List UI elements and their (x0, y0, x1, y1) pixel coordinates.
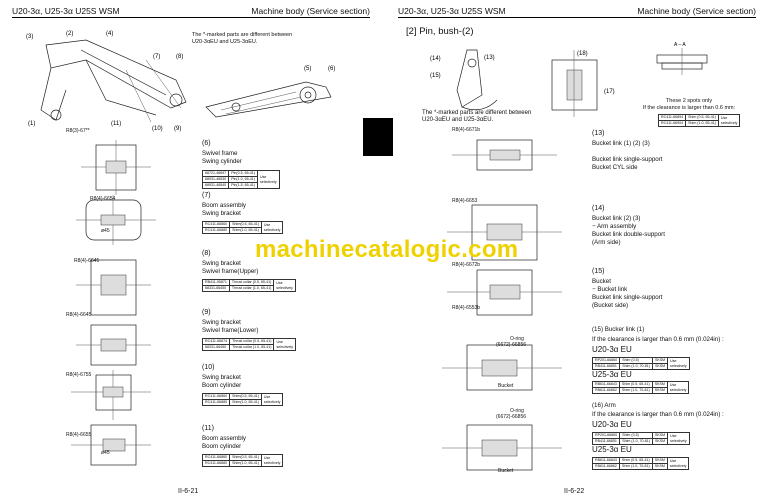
left-note: The *-marked parts are different between… (192, 32, 293, 45)
right-note: The *-marked parts are different between… (422, 110, 532, 123)
detail-label-7: ø45 (101, 228, 110, 234)
bucket-link-diagram: (14) (13) (15) (430, 49, 498, 111)
item-13: (13) Bucket link (1) (2) (3) Bucket link… (592, 130, 663, 171)
detail-bucket-side (447, 269, 562, 316)
detail-boom-cylinder (71, 370, 151, 420)
diagram-label-10: (10) (152, 126, 163, 132)
detail-label-r2: R8(4)-6653 (452, 198, 478, 204)
left-page: U20-3α, U25-3α U25S WSM Machine body (Se… (6, 0, 376, 501)
section-title: [2] Pin, bush-(2) (406, 26, 474, 37)
right-header-section: Machine body (Service section) (637, 6, 756, 16)
detail-arm-side (447, 204, 562, 261)
bucket-label-1: Bucket (498, 383, 514, 389)
right-page-number: II-6-22 (564, 488, 585, 495)
diagram-label-3: (3) (26, 34, 33, 40)
o-ring-code-1: (6672)-66856 (496, 342, 527, 348)
section-aa-label: A – A (674, 42, 686, 48)
detail-label-r3: R8(4)-6672b (452, 262, 481, 268)
right-header-title: U20-3α, U25-3α U25S WSM (398, 6, 506, 16)
left-header-rule (12, 17, 370, 18)
diagram-label-11: (11) (111, 121, 121, 127)
detail-label-6: R8(4)-6655 (66, 432, 92, 438)
diagram-label-5: (5) (304, 66, 311, 72)
diagram-label-8: (8) (176, 54, 183, 60)
detail-bucket-cyl (452, 139, 557, 171)
link-detail-drawings (442, 139, 562, 471)
right-header-rule (398, 17, 756, 18)
arm-title: (16) Arm (592, 402, 616, 409)
diagram-label-17: (17) (604, 89, 615, 95)
detail-label-4: R8(4)-6645 (66, 312, 92, 318)
watermark: machinecatalogic.com (255, 236, 519, 263)
arm-u20-heading: U20-3α EU (592, 420, 632, 429)
arm-cond: If the clearance is larger than 0.6 mm (… (592, 411, 724, 418)
section-aa-diagram: A – A (656, 42, 708, 75)
o-ring-label-1: O-ring (510, 336, 524, 342)
detail-swing-upper (76, 259, 151, 316)
left-header-title: U20-3α, U25-3α U25S WSM (12, 6, 120, 16)
diagram-label-6: (6) (328, 66, 335, 72)
diagram-label-7: (7) (153, 54, 160, 60)
item-8: (8) Swing bracket Swivel frame(Upper) (202, 250, 259, 275)
right-page: U20-3α, U25-3α U25S WSM Machine body (Se… (392, 0, 762, 501)
front-view-diagram: (18) (17) (551, 50, 615, 117)
diagram-label-2: (2) (66, 31, 73, 37)
arm-u25-heading: U25-3α EU (592, 445, 632, 454)
arm-cylinder-diagram: (5) (6) (205, 66, 335, 118)
detail-label-5: R8(4)-6755 (66, 372, 92, 378)
diagram-label-1: (1) (28, 121, 35, 127)
item-11: (11) Boom assembly Boom cylinder (202, 425, 247, 450)
left-header-section: Machine body (Service section) (251, 6, 370, 16)
detail-label-2: R8(4)-6654 (90, 196, 116, 202)
item-7: (7) Boom assembly Swing bracket (202, 192, 247, 217)
detail-boom-swing (76, 195, 156, 245)
detail-boom-assembly-cyl (71, 424, 151, 466)
diagram-label-13: (13) (484, 55, 495, 61)
detail-bucket-2 (442, 424, 562, 471)
page-gutter-block (363, 118, 393, 156)
detail-swivel-frame (81, 140, 151, 195)
detail-label-r1: R8(4)-6671b (452, 127, 481, 133)
bucker-link-title: (15) Bucker link (1) (592, 326, 645, 333)
detail-swing-lower (76, 324, 151, 366)
left-page-number: II-6-21 (178, 488, 199, 495)
o-ring-code-2: (6672)-66856 (496, 414, 527, 420)
spots-note: These 2 spots only If the clearance is l… (642, 98, 736, 111)
diagram-label-9: (9) (174, 126, 181, 132)
detail-label-1: R8(3)-67** (66, 128, 90, 134)
item-15: (15) Bucket − Bucket link Bucket link si… (592, 268, 663, 309)
detail-bucket-1 (442, 344, 562, 391)
item-6: (6) Swivel frame Swing cylinder (202, 140, 242, 165)
boom-assembly-diagram: (3) (2) (4) (7) (8) (1) (11) (10) (9) (26, 31, 187, 132)
diagram-label-4: (4) (106, 31, 113, 37)
item-9: (9) Swing bracket Swivel frame(Lower) (202, 309, 259, 334)
detail-label-8: ø45 (101, 450, 110, 456)
diagram-label-14: (14) (430, 56, 441, 62)
bucker-u20-heading: U20-3α EU (592, 345, 632, 354)
o-ring-label-2: O-ring (510, 408, 524, 414)
item-14: (14) Bucket link (2) (3) − Arm assembly … (592, 205, 665, 246)
pin-detail-drawings (71, 140, 156, 466)
detail-label-r4: R8(4)-6553b (452, 305, 481, 311)
diagram-label-18: (18) (577, 51, 588, 57)
bucker-link-cond: If the clearance is larger than 0.6 mm (… (592, 336, 724, 343)
bucker-u25-heading: U25-3α EU (592, 370, 632, 379)
item-10: (10) Swing bracket Boom cylinder (202, 364, 242, 389)
bucket-label-2: Bucket (498, 468, 514, 474)
detail-label-3: R8(4)-6645 (74, 258, 100, 264)
diagram-label-15: (15) (430, 73, 441, 79)
